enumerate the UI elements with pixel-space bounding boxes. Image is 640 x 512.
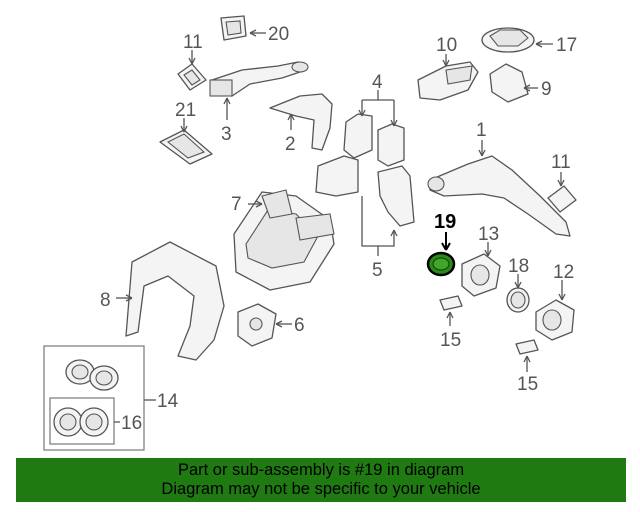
callout-18: 18 xyxy=(508,256,529,277)
callout-6: 6 xyxy=(294,315,305,336)
part-19-highlighted-ring[interactable] xyxy=(426,251,456,277)
part-15-clip-a[interactable] xyxy=(439,295,463,311)
callout-11-right: 11 xyxy=(551,152,571,173)
part-20-clip[interactable] xyxy=(220,15,247,41)
banner-line-2: Diagram may not be specific to your vehi… xyxy=(161,480,481,498)
callout-5: 5 xyxy=(372,260,383,281)
part-15-clip-b[interactable] xyxy=(515,339,539,355)
part-9-bracket[interactable] xyxy=(489,63,529,103)
callout-16: 16 xyxy=(121,413,142,434)
leader-lines xyxy=(114,29,566,423)
callout-7: 7 xyxy=(231,194,242,215)
part-5-duct-pair[interactable] xyxy=(315,155,415,227)
part-13-vent-housing[interactable] xyxy=(461,253,501,297)
callout-11-top: 11 xyxy=(183,32,203,53)
part-8-floor-duct[interactable] xyxy=(125,241,225,361)
callout-14: 14 xyxy=(157,391,179,412)
callout-labels: 20 11 10 17 21 3 4 9 2 1 11 7 19 13 18 1… xyxy=(100,24,577,434)
part-21-vent[interactable] xyxy=(159,129,213,165)
part-11-vent-right[interactable] xyxy=(547,185,577,213)
callout-15-b: 15 xyxy=(517,374,538,395)
callout-15-a: 15 xyxy=(440,330,461,351)
part-17-panel[interactable] xyxy=(481,27,535,53)
info-banner: Part or sub-assembly is #19 in diagram D… xyxy=(16,458,626,502)
callout-3: 3 xyxy=(221,124,232,145)
callout-2: 2 xyxy=(285,134,296,155)
callout-8: 8 xyxy=(100,290,111,311)
part-6-actuator[interactable] xyxy=(237,303,277,347)
part-14-inset-box[interactable] xyxy=(43,345,145,451)
callout-4: 4 xyxy=(372,72,383,93)
callout-17: 17 xyxy=(556,35,577,56)
callout-12: 12 xyxy=(553,262,574,283)
callout-13: 13 xyxy=(478,224,499,245)
part-16-inset-box[interactable] xyxy=(49,397,115,445)
banner-line-1: Part or sub-assembly is #19 in diagram xyxy=(177,461,465,479)
part-12-vent-housing[interactable] xyxy=(535,299,575,341)
part-10-duct[interactable] xyxy=(417,61,479,101)
callout-10: 10 xyxy=(436,35,457,56)
callout-1: 1 xyxy=(476,120,487,141)
callout-21: 21 xyxy=(175,100,196,121)
callout-20: 20 xyxy=(268,24,289,45)
part-3-duct[interactable] xyxy=(209,61,309,97)
part-4-duct-pair[interactable] xyxy=(343,113,405,167)
part-11-vent-outlet[interactable] xyxy=(177,63,207,91)
part-2-duct[interactable] xyxy=(269,93,333,151)
callout-9: 9 xyxy=(541,79,552,100)
part-18-ring[interactable] xyxy=(506,287,530,313)
part-1-long-duct[interactable] xyxy=(427,155,571,237)
part-7-heater-box[interactable] xyxy=(233,189,335,291)
callout-19: 19 xyxy=(434,211,456,233)
